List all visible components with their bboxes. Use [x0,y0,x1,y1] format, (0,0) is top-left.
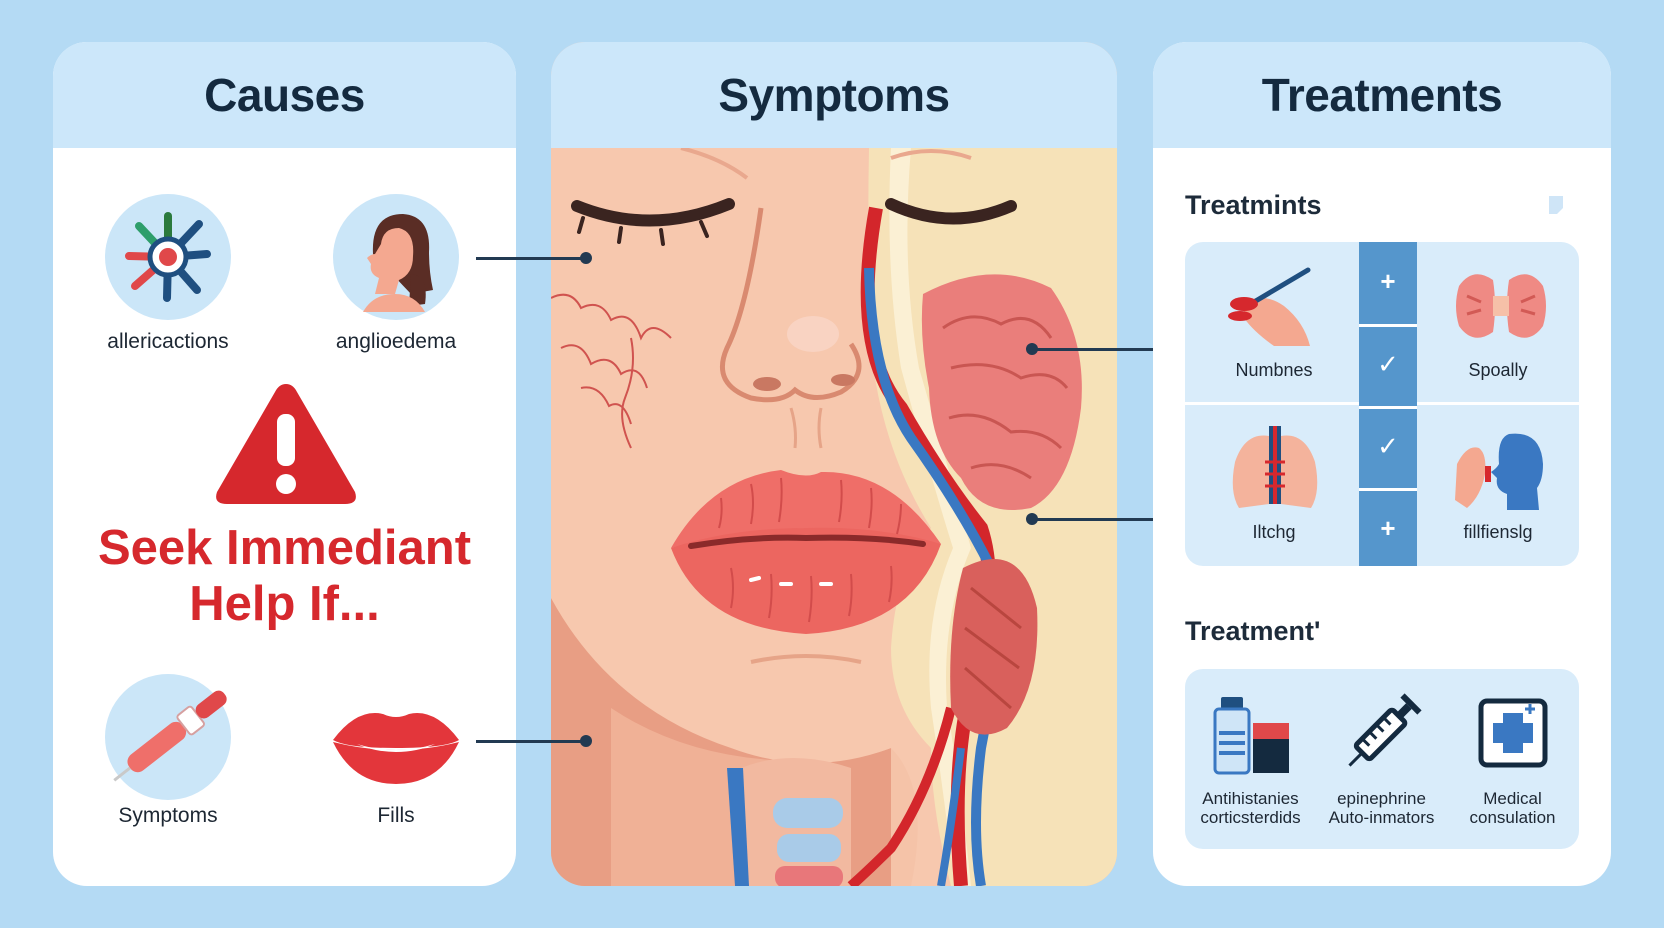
treatment-epinephrine: epinephrine Auto-inmators [1316,669,1447,849]
treatment-label-medical: Medical consulation [1447,789,1578,827]
lungs-icon [1232,426,1318,508]
connector-dot-lips [580,735,592,747]
connector-throat [1032,518,1198,521]
grid-cell-numbness: Numbnes [1189,242,1359,404]
hand-tingling-icon [1228,267,1311,346]
grid-label-spoally: Spoally [1468,360,1528,380]
connector-dot-tongue [1026,343,1038,355]
strip-check-icon-1: ✓ [1359,324,1417,402]
treatment-label-line1: Antihistanies [1202,789,1299,808]
connector-cheek [476,257,586,260]
hand-face-icon [1455,433,1543,510]
grid-label-numbness: Numbnes [1235,360,1313,380]
causes-title: Causes [53,42,516,148]
warning-triangle-icon [216,384,356,504]
epipen-icon [105,674,231,800]
causes-panel: Causes allericactions anglio [53,42,516,886]
treatment-antihistamines: Antihistanies corticsterdids [1185,669,1316,849]
strip-plus-icon-1: + [1380,265,1396,296]
connector-dot-cheek [580,252,592,264]
grid-label-fillfienslg: fillfienslg [1463,522,1533,542]
symptoms-title: Symptoms [551,42,1117,148]
treatment-label-line1: epinephrine [1337,789,1426,808]
treatments-section-title: Treatmints [1185,190,1322,220]
treatment-label-line2: Auto-inmators [1328,808,1435,827]
grid-cell-difficulty: fillfienslg [1413,404,1579,566]
treatment-label-line2: corticsterdids [1200,808,1301,827]
strip-plus-icon-2: + [1359,488,1417,566]
treatment-label-line2: consulation [1469,808,1556,827]
grid-cell-itching: Iltchg [1189,404,1359,566]
treatments-title: Treatments [1153,42,1611,148]
lips-icon [333,713,459,784]
treatment-label-line1: Medical [1483,789,1542,808]
treatment-section-title: Treatment' [1185,616,1321,646]
grid-label-itching: Iltchg [1252,522,1296,542]
treatment-medical-consultation: Medical consulation [1447,669,1578,849]
connector-lips [476,740,586,743]
swollen-throat-icon [1456,274,1546,338]
symptoms-panel: Symptoms [551,42,1117,886]
cause-label-allergic: allericactions [107,330,229,353]
warning-heading: Seek Immediant Help If... [53,520,516,632]
grid-cell-swelling: Spoally [1413,242,1579,404]
strip-check-icon-2: ✓ [1359,406,1417,484]
medicine-bottle-icon [1213,697,1289,775]
symptom-grid: Numbnes Spoally Iltchg [1185,242,1579,566]
face-cross-section-illustration [551,148,1117,886]
treatments-panel: Treatments Treatmints Numbnes Spoally [1153,42,1611,886]
connector-dot-throat [1026,513,1038,525]
person-profile-icon [333,194,459,320]
connector-tongue [1032,348,1198,351]
treatment-label-antihistamines: Antihistanies corticsterdids [1185,789,1316,827]
warning-line-1: Seek Immediant [97,521,472,575]
bottom-label-fills: Fills [377,804,415,827]
treatment-options: Antihistanies corticsterdids epinephrine [1185,669,1579,849]
syringe-icon [1348,693,1422,767]
warning-line-2: Help If... [189,577,380,631]
medical-cross-icon [1478,698,1548,768]
allergen-icon [105,194,231,320]
bottom-label-symptoms: Symptoms [118,804,218,827]
note-icon [1549,196,1563,214]
cause-label-angioedema: anglioedema [335,330,457,353]
status-strip: + ✓ ✓ + [1359,242,1417,566]
treatment-label-epinephrine: epinephrine Auto-inmators [1316,789,1447,827]
